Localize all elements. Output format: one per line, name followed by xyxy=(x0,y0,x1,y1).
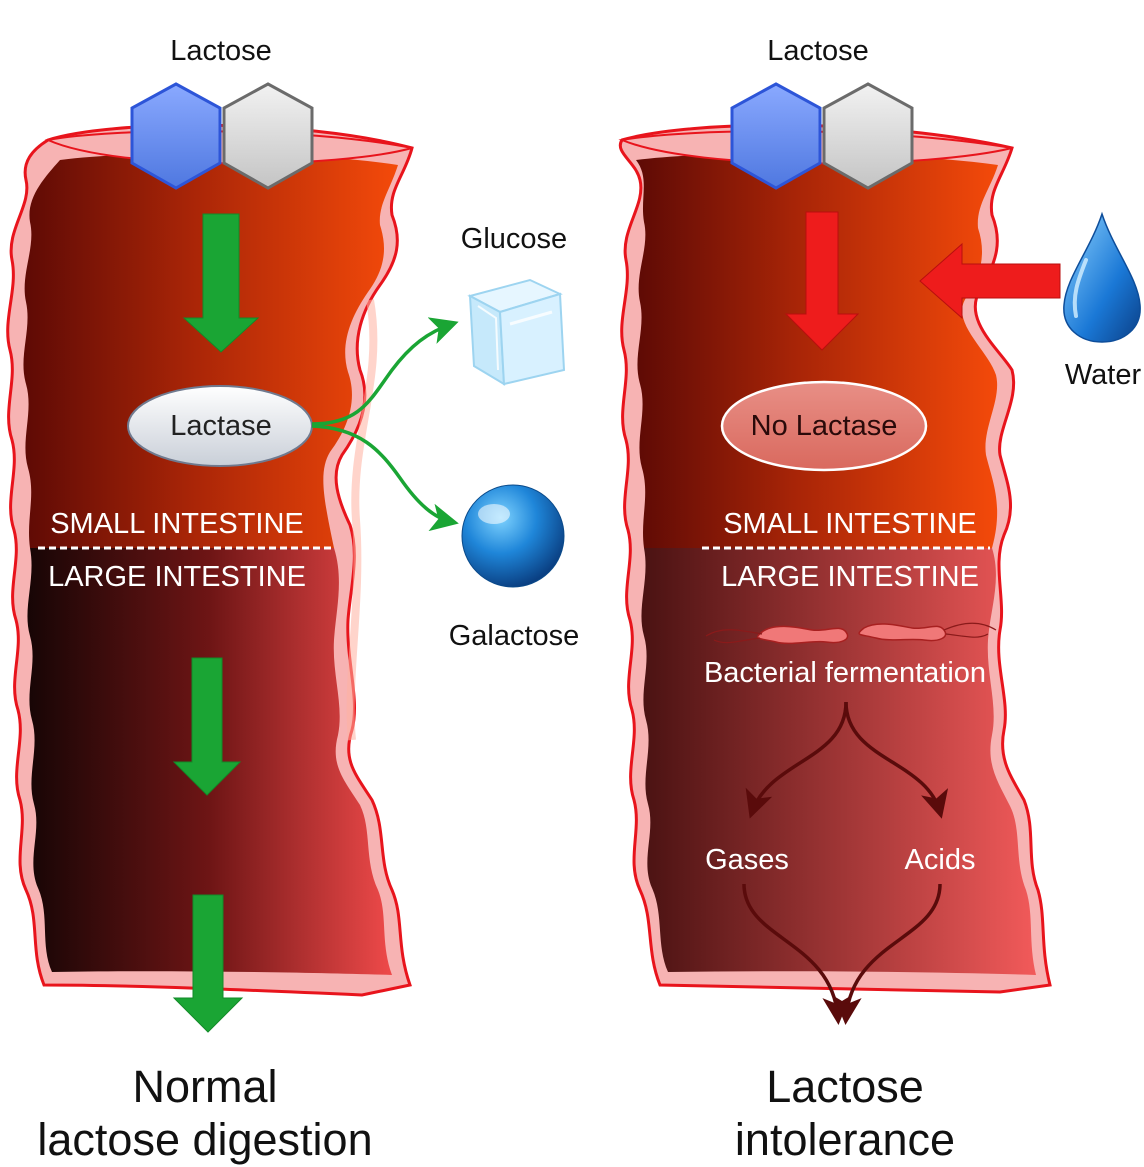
normal-caption-line2: lactose digestion xyxy=(37,1114,372,1165)
lactose-label: Lactose xyxy=(767,35,869,67)
down-arrow-icon xyxy=(172,894,244,1033)
arrow-to-acids xyxy=(844,701,949,819)
glucose-cube-icon xyxy=(467,278,566,386)
galactose-sphere-icon xyxy=(461,484,565,588)
intolerance-caption-line1: Lactose xyxy=(766,1061,924,1112)
glucose-label: Glucose xyxy=(461,223,567,255)
large-intestine-lumen xyxy=(641,548,1036,975)
galactose-ring-icon xyxy=(222,82,314,190)
large-intestine-label: LARGE INTESTINE xyxy=(48,561,306,593)
no-lactase-enzyme xyxy=(720,380,928,472)
small-intestine-label: SMALL INTESTINE xyxy=(50,508,304,540)
glucose-ring-icon xyxy=(130,82,222,190)
bacterial-fermentation-label: Bacterial fermentation xyxy=(704,657,986,689)
arrow-to-gases xyxy=(745,701,848,819)
water-drop-icon xyxy=(1063,211,1141,343)
large-intestine-label: LARGE INTESTINE xyxy=(721,561,979,593)
lactose-molecule xyxy=(730,82,914,190)
down-arrow-icon xyxy=(172,657,242,796)
arrow-gases-down xyxy=(742,883,851,1025)
arrow-acids-down xyxy=(833,883,942,1025)
lactose-label: Lactose xyxy=(170,35,272,67)
lactose-molecule xyxy=(130,82,314,190)
small-intestine-lumen xyxy=(23,153,399,548)
glucose-ring-icon xyxy=(730,82,822,190)
left-arrow-icon xyxy=(919,242,1061,320)
intolerance-caption-line2: intolerance xyxy=(735,1114,955,1165)
galactose-ring-icon xyxy=(822,82,914,190)
down-arrow-icon xyxy=(182,213,260,353)
gases-label: Gases xyxy=(705,844,789,876)
sphere-highlight xyxy=(478,504,510,524)
acids-label: Acids xyxy=(905,844,976,876)
intestine-highlight xyxy=(346,299,378,741)
bacteria-icon xyxy=(705,622,997,645)
normal-caption-line1: Normal xyxy=(132,1061,277,1112)
small-intestine-label: SMALL INTESTINE xyxy=(723,508,977,540)
no-lactase-label: No Lactase xyxy=(751,410,898,442)
water-drop-highlight xyxy=(1072,258,1088,318)
lactase-label: Lactase xyxy=(170,410,272,442)
arrow-to-galactose xyxy=(311,424,459,532)
water-label: Water xyxy=(1065,359,1142,391)
down-arrow-icon xyxy=(784,211,860,351)
arrow-to-glucose xyxy=(311,317,459,426)
galactose-label: Galactose xyxy=(449,620,580,652)
